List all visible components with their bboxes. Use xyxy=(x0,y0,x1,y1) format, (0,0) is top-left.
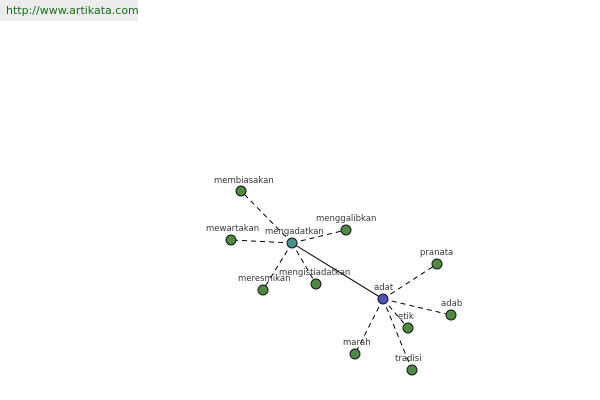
node-mewartakan[interactable] xyxy=(225,234,237,246)
edge-mengadatkan-mengistiadatkan xyxy=(291,242,317,285)
node-pranata[interactable] xyxy=(431,258,443,270)
node-label-meresmikan[interactable]: meresmikan xyxy=(238,274,291,284)
node-label-mewartakan[interactable]: mewartakan xyxy=(206,224,259,234)
node-label-tradisi[interactable]: tradisi xyxy=(395,354,422,364)
node-mengadatkan[interactable] xyxy=(286,237,298,249)
node-label-etik[interactable]: etik xyxy=(398,312,414,322)
edge-adat-tradisi xyxy=(382,298,413,371)
node-meresmikan[interactable] xyxy=(257,284,269,296)
edges-layer xyxy=(230,190,452,371)
node-tradisi[interactable] xyxy=(406,364,418,376)
edge-adat-pranata xyxy=(382,263,438,300)
node-adat[interactable] xyxy=(377,293,389,305)
node-adab[interactable] xyxy=(445,309,457,321)
edge-adat-etik xyxy=(382,298,409,329)
node-label-mengadatkan[interactable]: mengadatkan xyxy=(265,227,324,237)
node-label-membiasakan[interactable]: membiasakan xyxy=(214,176,274,186)
edge-adat-marah xyxy=(354,298,384,355)
site-url-link[interactable]: http://www.artikata.com xyxy=(0,0,139,21)
labels-layer: adat mengadatkan membiasakan menggalibkan me… xyxy=(206,176,462,364)
node-label-mengistiadatkan[interactable]: mengistiadatkan xyxy=(279,268,350,278)
edge-adat-adab xyxy=(382,298,452,316)
node-label-marah[interactable]: marah xyxy=(343,338,371,348)
edge-mengadatkan-menggalibkan xyxy=(291,229,347,244)
edge-mengadatkan-membiasakan xyxy=(240,190,293,244)
edge-mengadatkan-meresmikan xyxy=(262,242,293,291)
node-menggalibkan[interactable] xyxy=(340,224,352,236)
node-etik[interactable] xyxy=(402,322,414,334)
node-label-adat[interactable]: adat xyxy=(374,283,394,293)
node-marah[interactable] xyxy=(349,348,361,360)
node-label-adab[interactable]: adab xyxy=(441,299,462,309)
node-label-menggalibkan[interactable]: menggalibkan xyxy=(316,214,376,224)
nodes-layer xyxy=(225,185,457,376)
node-label-pranata[interactable]: pranata xyxy=(420,248,453,258)
edge-adat-mengadatkan xyxy=(291,242,384,300)
edge-mengadatkan-mewartakan xyxy=(230,239,293,244)
node-mengistiadatkan[interactable] xyxy=(310,278,322,290)
node-membiasakan[interactable] xyxy=(235,185,247,197)
